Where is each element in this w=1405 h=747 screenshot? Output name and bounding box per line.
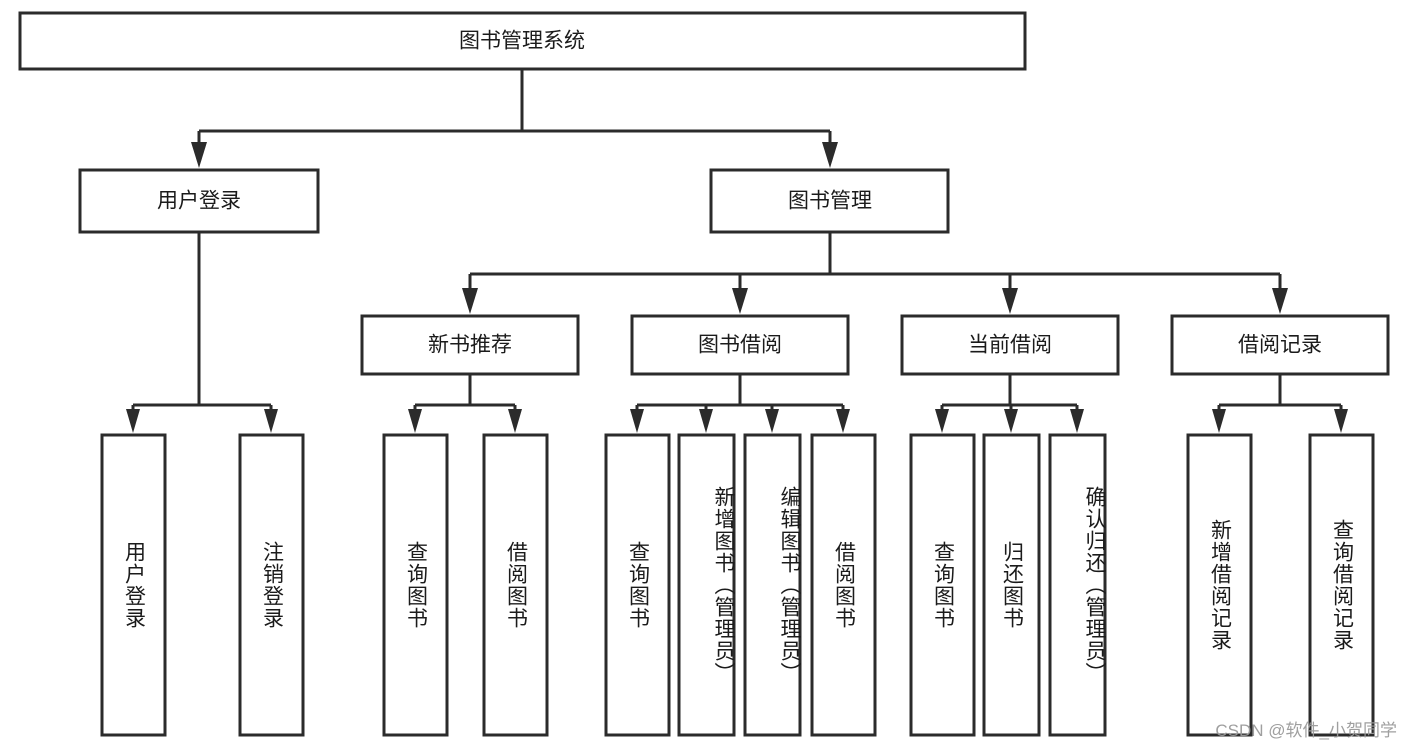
edge-group-borrow-record xyxy=(1212,374,1348,433)
arrow-head-leaf-borrow-book-rec xyxy=(508,409,522,433)
node-book-borrow[interactable]: 图书借阅 xyxy=(630,314,850,376)
node-new-book-rec-box[interactable] xyxy=(360,314,580,376)
edge-group-new-book-rec xyxy=(408,374,522,433)
node-leaf-add-book-box[interactable] xyxy=(677,433,736,737)
node-user-login-label: 用户登录 xyxy=(157,190,241,213)
node-leaf-borrow-book-rec-box[interactable] xyxy=(482,433,549,737)
node-book-borrow-label: 图书借阅 xyxy=(698,334,782,357)
node-leaf-add-record-box[interactable] xyxy=(1186,433,1253,737)
node-current-borrow[interactable]: 当前借阅 xyxy=(900,314,1120,376)
edge-group-book-manage xyxy=(462,232,1288,314)
arrow-head-current-borrow xyxy=(1002,288,1018,314)
node-current-borrow-label: 当前借阅 xyxy=(968,334,1052,357)
arrow-head-user-login xyxy=(191,142,207,168)
leaf-box-group xyxy=(100,433,1375,737)
edge-group-user-login xyxy=(126,232,278,433)
node-book-borrow-box[interactable] xyxy=(630,314,850,376)
node-book-manage-box[interactable] xyxy=(709,168,950,234)
node-new-book-rec-label: 新书推荐 xyxy=(428,334,512,357)
node-user-login[interactable]: 用户登录 xyxy=(78,168,320,234)
arrow-head-leaf-query-book-current xyxy=(935,409,949,433)
arrow-head-leaf-query-book-rec xyxy=(408,409,422,433)
arrow-head-leaf-query-record xyxy=(1334,409,1348,433)
node-root[interactable]: 图书管理系统 xyxy=(18,11,1027,71)
node-new-book-rec[interactable]: 新书推荐 xyxy=(360,314,580,376)
arrow-head-leaf-confirm-return xyxy=(1070,409,1084,433)
node-leaf-logout-box[interactable] xyxy=(238,433,305,737)
node-borrow-record-box[interactable] xyxy=(1170,314,1390,376)
arrow-head-leaf-user-login xyxy=(126,409,140,433)
node-leaf-user-login-box[interactable] xyxy=(100,433,167,737)
csdn-watermark: CSDN @软件_小贺同学 xyxy=(1215,721,1397,740)
node-book-manage[interactable]: 图书管理 xyxy=(709,168,950,234)
edge-group-root xyxy=(191,69,838,168)
node-borrow-record-label: 借阅记录 xyxy=(1238,334,1322,357)
node-leaf-confirm-return-box[interactable] xyxy=(1048,433,1107,737)
node-borrow-record[interactable]: 借阅记录 xyxy=(1170,314,1390,376)
edge-group-book-borrow xyxy=(630,374,850,433)
arrow-head-leaf-borrow-book xyxy=(836,409,850,433)
node-leaf-edit-book-box[interactable] xyxy=(743,433,802,737)
node-leaf-query-record-box[interactable] xyxy=(1308,433,1375,737)
arrow-head-book-borrow xyxy=(732,288,748,314)
arrow-head-book-manage xyxy=(822,142,838,168)
arrow-head-leaf-return-book xyxy=(1004,409,1018,433)
node-user-login-box[interactable] xyxy=(78,168,320,234)
arrow-head-leaf-edit-book xyxy=(765,409,779,433)
arrow-head-leaf-query-book-borrow xyxy=(630,409,644,433)
node-root-box[interactable] xyxy=(18,11,1027,71)
node-leaf-query-book-rec-box[interactable] xyxy=(382,433,449,737)
node-leaf-return-book-box[interactable] xyxy=(982,433,1041,737)
node-leaf-borrow-book-box[interactable] xyxy=(810,433,877,737)
node-current-borrow-box[interactable] xyxy=(900,314,1120,376)
node-root-label: 图书管理系统 xyxy=(459,30,585,53)
arrow-head-leaf-add-record xyxy=(1212,409,1226,433)
arrow-head-borrow-record xyxy=(1272,288,1288,314)
node-leaf-query-book-current-box[interactable] xyxy=(909,433,976,737)
arrow-head-new-book-rec xyxy=(462,288,478,314)
edge-group-current-borrow xyxy=(935,374,1084,433)
node-book-manage-label: 图书管理 xyxy=(788,190,872,213)
arrow-head-leaf-logout xyxy=(264,409,278,433)
arrow-head-leaf-add-book xyxy=(699,409,713,433)
node-leaf-query-book-borrow-box[interactable] xyxy=(604,433,671,737)
